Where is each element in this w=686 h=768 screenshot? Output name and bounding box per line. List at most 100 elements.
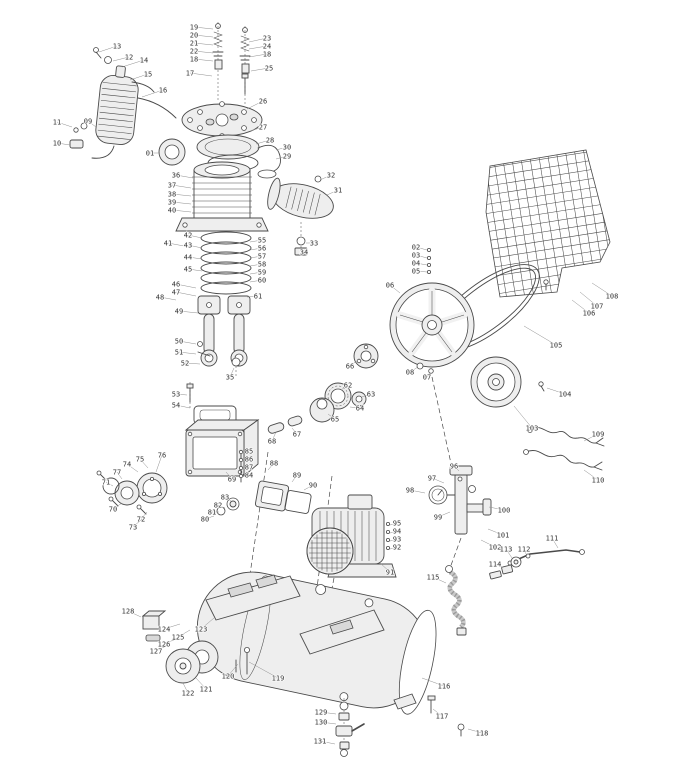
leader-line-74 xyxy=(126,463,139,473)
leader-line-03 xyxy=(415,254,428,259)
part-label-10: 10 xyxy=(53,139,61,147)
part-label-46: 46 xyxy=(172,280,180,288)
leader-line-82 xyxy=(217,504,226,509)
part-label-11: 11 xyxy=(53,118,61,126)
leader-line-123 xyxy=(200,617,215,630)
crankcase xyxy=(184,419,260,477)
discharge-hose xyxy=(445,565,467,636)
leader-line-11 xyxy=(56,121,73,128)
leader-line-109 xyxy=(583,433,599,442)
part-label-31: 31 xyxy=(334,186,342,194)
part-label-20: 20 xyxy=(190,31,198,39)
part-label-113: 113 xyxy=(500,545,513,553)
part-label-58: 58 xyxy=(258,260,266,268)
leader-line-67 xyxy=(291,427,298,435)
leader-line-101 xyxy=(487,528,504,536)
part-label-49: 49 xyxy=(175,307,183,315)
part-label-21: 21 xyxy=(190,39,198,47)
part-label-117: 117 xyxy=(436,712,449,720)
part-label-87: 87 xyxy=(245,463,253,471)
part-label-101: 101 xyxy=(497,531,510,539)
part-label-123: 123 xyxy=(195,625,208,633)
leader-line-103 xyxy=(513,405,533,429)
leader-line-22 xyxy=(193,50,214,54)
leader-line-62 xyxy=(340,384,349,391)
mounting-platforms xyxy=(205,574,385,655)
leader-line-56 xyxy=(249,247,263,251)
crankshaft-parts xyxy=(267,343,379,434)
part-label-43: 43 xyxy=(184,241,192,249)
part-label-52: 52 xyxy=(181,359,189,367)
leader-line-57 xyxy=(249,255,263,259)
leader-line-95 xyxy=(389,522,398,526)
leader-line-19 xyxy=(193,26,214,30)
crankcase-bolts xyxy=(238,449,244,483)
part-label-116: 116 xyxy=(438,682,451,690)
head-hardware xyxy=(212,23,251,95)
part-label-73: 73 xyxy=(129,523,137,531)
leader-line-04 xyxy=(415,262,428,266)
part-label-66: 66 xyxy=(346,362,354,370)
leader-line-90 xyxy=(303,484,314,491)
part-label-18: 18 xyxy=(190,55,198,63)
leader-line-97 xyxy=(431,477,445,484)
electric-motor xyxy=(306,494,397,578)
leader-line-86 xyxy=(241,458,250,462)
part-label-33: 33 xyxy=(310,239,318,247)
leader-line-41 xyxy=(167,242,185,247)
part-label-36: 36 xyxy=(172,171,180,179)
part-label-12: 12 xyxy=(125,53,133,61)
leader-line-131 xyxy=(319,740,336,745)
leader-line-49 xyxy=(178,310,199,314)
leader-line-68 xyxy=(271,431,277,442)
leader-line-40 xyxy=(171,209,192,213)
leader-line-91 xyxy=(379,562,391,573)
wheels xyxy=(165,640,250,684)
leader-line-119 xyxy=(248,661,279,679)
part-label-13: 13 xyxy=(113,42,121,50)
leader-line-129 xyxy=(320,711,337,715)
leader-line-38 xyxy=(171,193,192,197)
part-label-03: 03 xyxy=(412,251,420,259)
part-label-15: 15 xyxy=(144,70,152,78)
part-label-56: 56 xyxy=(258,244,266,252)
leader-line-105 xyxy=(523,325,557,346)
leader-line-20 xyxy=(193,34,214,38)
part-label-82: 82 xyxy=(214,501,222,509)
leader-line-18 xyxy=(193,58,214,62)
part-label-02: 02 xyxy=(412,243,420,251)
leader-line-24 xyxy=(248,45,268,50)
part-label-91: 91 xyxy=(386,568,394,576)
leader-line-96 xyxy=(453,465,460,472)
part-label-126: 126 xyxy=(158,640,171,648)
leader-line-26 xyxy=(246,100,264,110)
part-label-38: 38 xyxy=(168,190,176,198)
leader-line-51 xyxy=(178,351,197,355)
leader-line-02 xyxy=(415,246,428,251)
part-label-72: 72 xyxy=(137,515,145,523)
leader-line-77 xyxy=(116,471,123,480)
leader-line-102 xyxy=(480,539,496,548)
leader-line-42 xyxy=(187,234,203,239)
part-label-112: 112 xyxy=(518,545,531,553)
part-label-40: 40 xyxy=(168,206,176,214)
part-label-22: 22 xyxy=(190,47,198,55)
leader-line-88 xyxy=(267,462,275,471)
valve-plate-assembly xyxy=(181,101,263,172)
part-label-130: 130 xyxy=(315,718,328,726)
leader-line-115 xyxy=(432,576,447,584)
pistons-connecting-rods xyxy=(186,295,251,403)
part-label-57: 57 xyxy=(258,252,266,260)
leader-line-28 xyxy=(255,139,271,145)
part-label-104: 104 xyxy=(559,390,572,398)
part-label-41: 41 xyxy=(164,239,172,247)
leader-line-99 xyxy=(437,511,451,518)
part-label-29: 29 xyxy=(283,152,291,160)
part-label-23: 23 xyxy=(263,34,271,42)
part-label-115: 115 xyxy=(427,573,440,581)
part-label-26: 26 xyxy=(259,97,267,105)
part-label-90: 90 xyxy=(309,481,317,489)
part-label-102: 102 xyxy=(489,543,502,551)
leader-line-116 xyxy=(421,677,445,687)
